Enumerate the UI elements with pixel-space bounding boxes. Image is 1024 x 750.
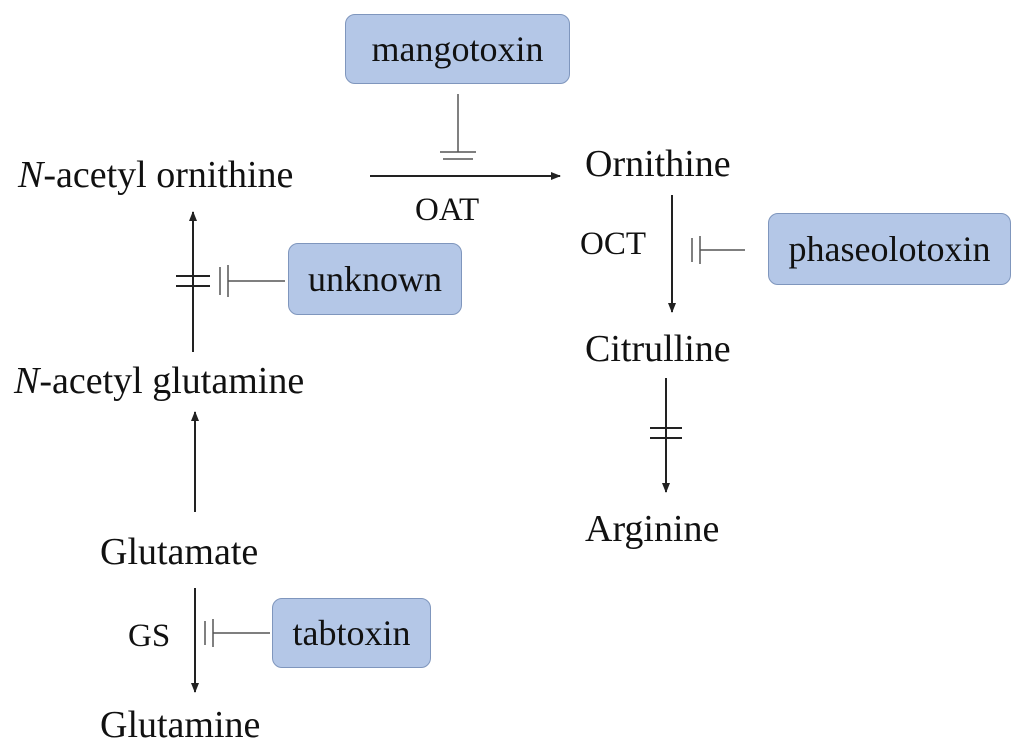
n-acetyl-ornithine-prefix: N [18,154,44,196]
metabolite-arginine: Arginine [585,508,720,550]
n-acetyl-glutamine-name: -acetyl glutamine [39,360,305,402]
toxin-unknown: unknown [288,243,462,315]
metabolite-glutamine: Glutamine [100,704,261,746]
toxin-phaseolotoxin: phaseolotoxin [768,213,1011,285]
toxin-tabtoxin: tabtoxin [272,598,431,668]
enzyme-gs: GS [128,618,171,654]
metabolite-citrulline: Citrulline [585,328,731,370]
metabolite-ornithine: Ornithine [585,143,731,185]
metabolite-glutamate: Glutamate [100,531,259,573]
toxin-mangotoxin: mangotoxin [345,14,570,84]
metabolite-n-acetyl-ornithine: N-acetyl ornithine [18,156,293,194]
n-acetyl-glutamine-prefix: N [14,360,40,402]
enzyme-oct: OCT [580,226,646,262]
n-acetyl-ornithine-name: -acetyl ornithine [43,154,294,196]
enzyme-oat: OAT [415,192,480,228]
metabolite-n-acetyl-glutamine: N-acetyl glutamine [14,362,304,400]
